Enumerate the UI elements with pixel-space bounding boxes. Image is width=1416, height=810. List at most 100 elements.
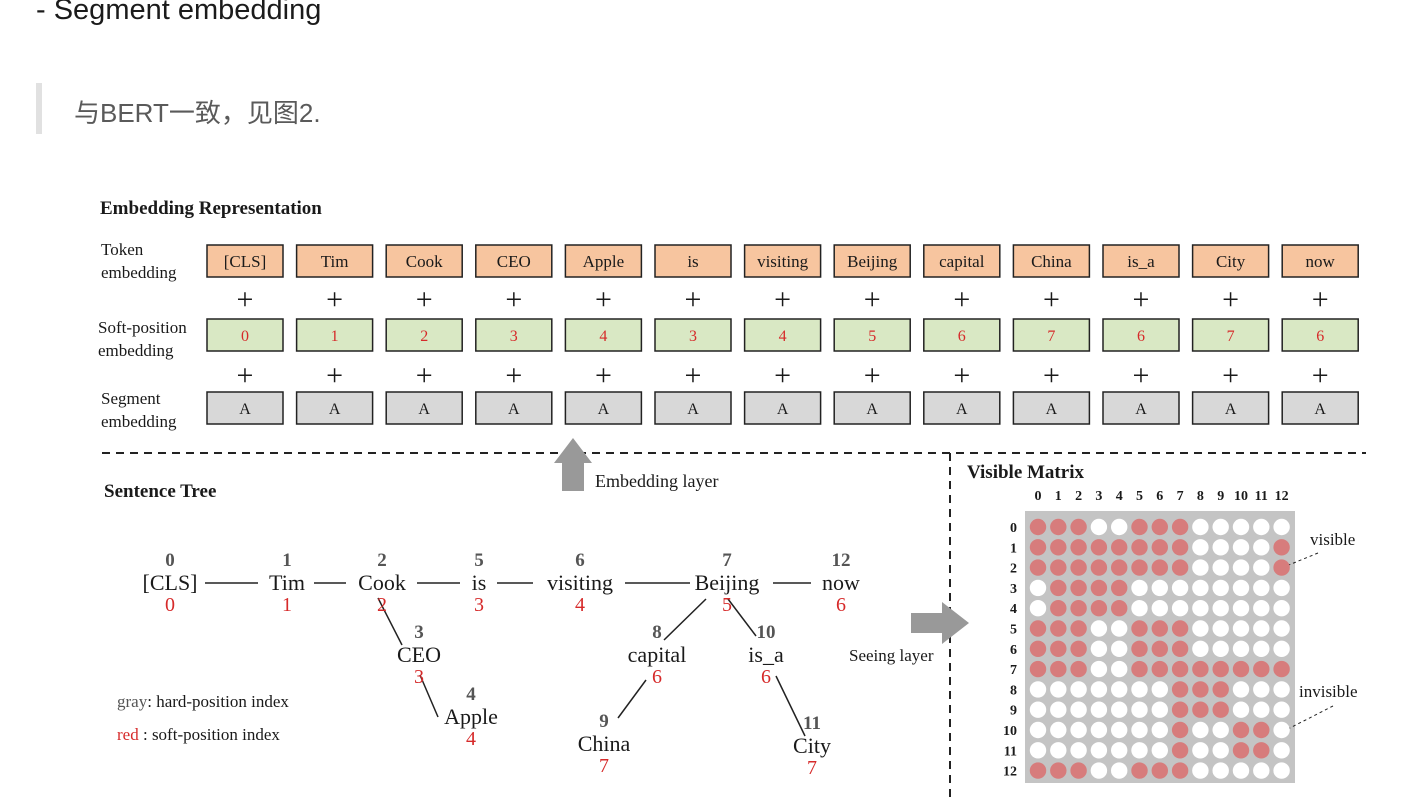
- matrix-cell-visible: [1050, 640, 1067, 657]
- matrix-cell-visible: [1212, 660, 1229, 678]
- matrix-cell-visible: [1070, 518, 1087, 536]
- matrix-cell-invisible: [1111, 660, 1128, 678]
- token-box-label: Cook: [406, 252, 443, 271]
- matrix-cell-invisible: [1253, 762, 1270, 779]
- tree-node-soft-index: 4: [575, 594, 585, 616]
- segment-box: [385, 391, 463, 425]
- matrix-cell-visible: [1232, 742, 1250, 759]
- token-box-label: City: [1216, 252, 1246, 271]
- matrix-cell-visible: [1050, 539, 1067, 556]
- segment-box: [1102, 391, 1180, 425]
- matrix-column-label: 0: [1035, 489, 1042, 504]
- tree-edges: [205, 582, 811, 737]
- segment-box-label: A: [866, 401, 878, 418]
- row-label-token: Token: [101, 240, 144, 259]
- matrix-cell-invisible: [1050, 742, 1067, 759]
- tree-node-hard-index: 9: [599, 711, 609, 732]
- tree-node-word: is_a: [748, 642, 784, 667]
- matrix-cell-invisible: [1131, 742, 1148, 759]
- plus-sign: +: [864, 283, 881, 316]
- tree-node-word: Apple: [444, 704, 498, 729]
- tree-node-word: visiting: [547, 570, 613, 595]
- matrix-cell-visible: [1090, 559, 1108, 576]
- matrix-cell-invisible: [1253, 559, 1270, 576]
- tree-node-soft-index: 7: [599, 755, 609, 777]
- matrix-cell-visible: [1029, 620, 1047, 637]
- tree-node-word: Beijing: [695, 570, 760, 595]
- matrix-cell-visible: [1131, 762, 1148, 779]
- tree-edge: [775, 675, 806, 737]
- matrix-cell-invisible: [1212, 721, 1229, 739]
- matrix-cell-invisible: [1232, 640, 1250, 657]
- legend-gray-key: gray: [117, 692, 148, 711]
- segment-box: [564, 391, 643, 425]
- tree-node-hard-index: 11: [803, 713, 821, 734]
- matrix-cell-invisible: [1212, 559, 1229, 576]
- matrix-cell-invisible: [1273, 620, 1290, 637]
- matrix-cell-invisible: [1111, 681, 1128, 698]
- matrix-cell-visible: [1029, 518, 1047, 536]
- matrix-cell-invisible: [1192, 559, 1209, 576]
- soft-position-box: [295, 318, 374, 352]
- segment-box: [295, 391, 374, 425]
- soft-position-box: [206, 318, 284, 352]
- matrix-cell-invisible: [1151, 701, 1169, 718]
- tree-node-soft-index: 1: [282, 594, 292, 616]
- matrix-cell-visible: [1131, 559, 1148, 576]
- matrix-cell-invisible: [1212, 539, 1229, 556]
- tree-node-hard-index: 3: [414, 622, 424, 643]
- matrix-cell-invisible: [1273, 701, 1290, 718]
- tree-node-hard-index: 2: [377, 550, 387, 571]
- matrix-cell-invisible: [1029, 600, 1047, 617]
- matrix-cell-visible: [1070, 640, 1087, 657]
- matrix-cell-invisible: [1111, 762, 1128, 779]
- plus-sign: +: [595, 283, 612, 316]
- matrix-cell-visible: [1029, 640, 1047, 657]
- matrix-column-label: 9: [1217, 489, 1224, 504]
- matrix-cell-invisible: [1212, 640, 1229, 657]
- matrix-cell-invisible: [1111, 620, 1128, 637]
- soft-position-box-label: 0: [241, 328, 249, 345]
- matrix-cell-invisible: [1232, 620, 1250, 637]
- matrix-cell-visible: [1171, 742, 1189, 759]
- segment-box: [1191, 391, 1270, 425]
- matrix-cell-visible: [1192, 660, 1209, 678]
- segment-box-label: A: [418, 401, 430, 418]
- matrix-cell-invisible: [1151, 579, 1169, 597]
- matrix-cell-visible: [1029, 539, 1047, 556]
- matrix-cell-invisible: [1273, 640, 1290, 657]
- segment-box: [1281, 391, 1359, 425]
- soft-position-box-label: 2: [420, 328, 428, 345]
- matrix-cell-invisible: [1131, 600, 1148, 617]
- plus-sign: +: [774, 283, 791, 316]
- matrix-cell-visible: [1070, 559, 1087, 576]
- matrix-cell-invisible: [1192, 539, 1209, 556]
- matrix-cell-invisible: [1232, 681, 1250, 698]
- matrix-cell-invisible: [1253, 600, 1270, 617]
- matrix-cell-invisible: [1253, 620, 1270, 637]
- matrix-cell-invisible: [1212, 518, 1229, 536]
- matrix-cell-visible: [1151, 762, 1169, 779]
- matrix-cell-visible: [1029, 559, 1047, 576]
- legend-gray-line: gray: hard-position index: [117, 692, 289, 711]
- plus-sign: +: [685, 283, 702, 316]
- token-box-label: Apple: [583, 252, 625, 271]
- matrix-row-label: 3: [1010, 582, 1017, 597]
- matrix-cell-invisible: [1090, 681, 1108, 698]
- matrix-cell-visible: [1111, 579, 1128, 597]
- soft-position-box: [385, 318, 463, 352]
- plus-sign: +: [237, 359, 254, 392]
- matrix-cell-invisible: [1212, 742, 1229, 759]
- matrix-cell-invisible: [1090, 518, 1108, 536]
- tree-node-word: now: [822, 570, 860, 595]
- figure-dynamic-layer: TokenembeddingSoft-positionembeddingSegm…: [98, 240, 1359, 780]
- plus-sign: +: [1133, 283, 1150, 316]
- token-box: [1012, 244, 1091, 278]
- matrix-cell-visible: [1050, 518, 1067, 536]
- soft-position-box-label: 1: [331, 328, 339, 345]
- row-label-segment: embedding: [101, 412, 177, 431]
- seeing-layer-label: Seeing layer: [849, 646, 934, 665]
- matrix-cell-visible: [1232, 721, 1250, 739]
- tree-edge: [419, 674, 439, 718]
- token-box: [1102, 244, 1180, 278]
